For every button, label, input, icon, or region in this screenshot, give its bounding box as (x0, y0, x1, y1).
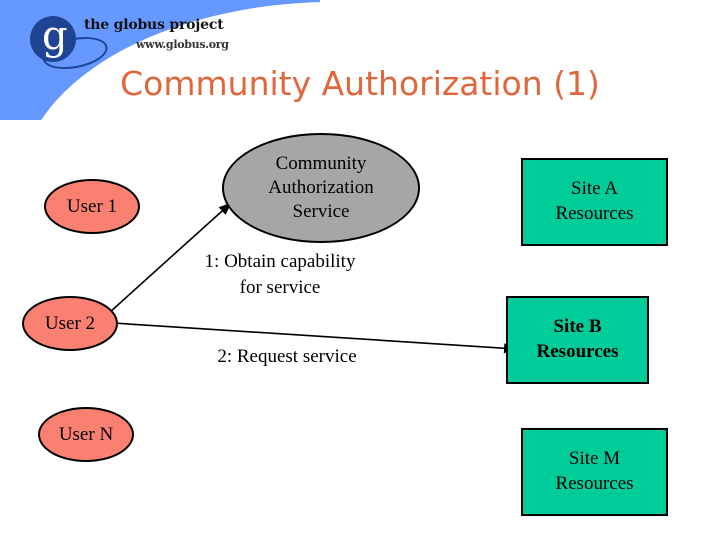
logo-url-text: www.globus.org (136, 38, 229, 51)
edge-label-obtain-capability: 1: Obtain capability for service (204, 251, 356, 298)
node-site-a-resources[interactable]: Site A Resources (521, 158, 668, 246)
globus-logo: g the globus project www.globus.org (26, 12, 276, 75)
node-user-1-label: User 1 (66, 195, 118, 217)
node-user-2-label: User 2 (44, 312, 96, 334)
node-cas-label: Community Authorization Service (268, 152, 374, 223)
node-user-1[interactable]: User 1 (44, 179, 140, 234)
edge-label-request-service: 2: Request service (217, 346, 357, 367)
node-site-b-label: Site B Resources (536, 316, 619, 362)
logo-disc-icon (30, 16, 76, 62)
node-user-n[interactable]: User N (38, 407, 134, 462)
node-community-authorization-service[interactable]: Community Authorization Service (222, 133, 420, 243)
node-site-a-label: Site A Resources (555, 178, 634, 224)
node-site-m-label: Site M Resources (555, 448, 634, 494)
node-user-n-label: User N (58, 423, 114, 445)
page-title: Community Authorization (1) (120, 64, 600, 103)
logo-title-text: the globus project (84, 17, 224, 33)
node-site-m-resources[interactable]: Site M Resources (521, 428, 668, 516)
node-site-b-resources[interactable]: Site B Resources (506, 296, 649, 384)
node-user-2[interactable]: User 2 (22, 296, 118, 351)
logo-letter-g: g (42, 13, 68, 59)
